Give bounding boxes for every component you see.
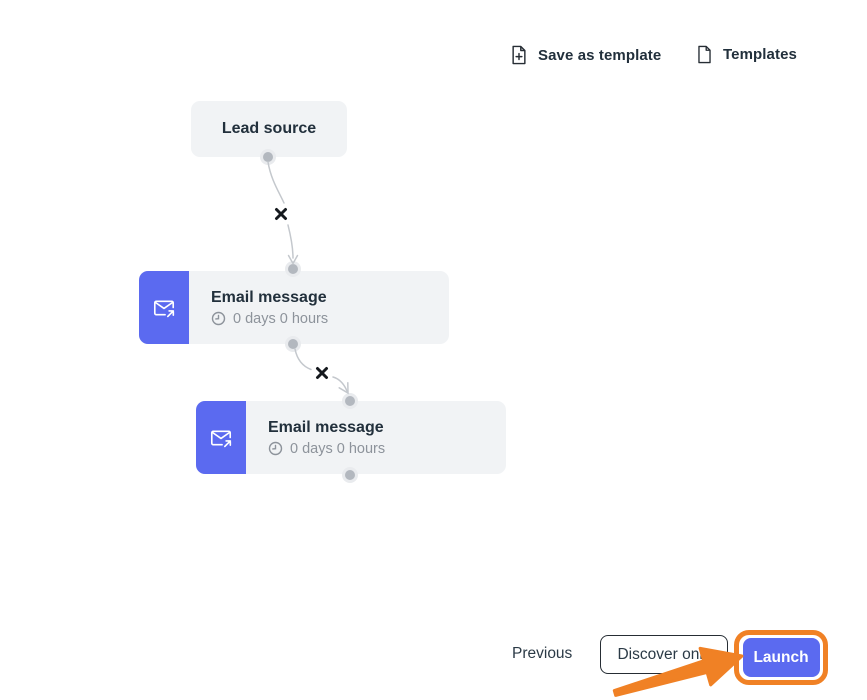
connection-handle-dot[interactable] [288, 339, 298, 349]
clock-icon [211, 311, 226, 326]
connection-handle-dot[interactable] [288, 264, 298, 274]
email-node-title: Email message [268, 418, 384, 436]
email-node-delay-text: 0 days 0 hours [290, 440, 386, 457]
discover-only-button[interactable]: Discover only [600, 635, 728, 674]
connection-handle-dot[interactable] [345, 470, 355, 480]
file-icon [696, 45, 713, 64]
connection-handle-dot[interactable] [263, 152, 273, 162]
templates-button[interactable]: Templates [696, 45, 797, 64]
templates-label: Templates [723, 46, 797, 63]
email-message-node-2[interactable]: Email message 0 days 0 hours [196, 401, 506, 474]
send-email-icon [139, 271, 189, 344]
email-node-body: Email message 0 days 0 hours [189, 271, 449, 344]
save-as-template-button[interactable]: Save as template [510, 45, 661, 65]
save-as-template-label: Save as template [538, 46, 662, 64]
lead-source-node[interactable]: Lead source [191, 101, 347, 157]
lead-source-title: Lead source [221, 120, 317, 137]
clock-icon [268, 441, 283, 456]
launch-highlight-ring: Launch [734, 630, 828, 685]
send-email-icon [196, 401, 246, 474]
connection-handle-dot[interactable] [345, 396, 355, 406]
email-node-delay: 0 days 0 hours [268, 441, 506, 457]
delete-connector-x-icon[interactable] [316, 367, 328, 379]
delete-connector-x-icon[interactable] [275, 208, 287, 220]
file-plus-icon [510, 45, 528, 65]
email-node-delay: 0 days 0 hours [211, 311, 449, 327]
email-message-node-1[interactable]: Email message 0 days 0 hours [139, 271, 449, 344]
previous-button[interactable]: Previous [512, 645, 573, 662]
email-node-title: Email message [211, 288, 327, 306]
email-node-delay-text: 0 days 0 hours [233, 310, 329, 327]
email-node-body: Email message 0 days 0 hours [246, 401, 506, 474]
launch-button[interactable]: Launch [742, 638, 820, 677]
